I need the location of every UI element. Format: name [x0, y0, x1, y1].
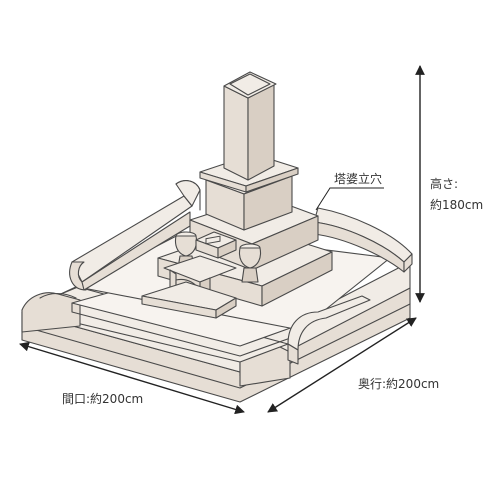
height-title-label: 高さ:	[430, 177, 459, 191]
stupa-hole-leader	[315, 187, 384, 211]
water-bowl	[195, 231, 237, 259]
left-side-wall	[69, 180, 201, 291]
right-side-wall	[313, 207, 413, 273]
height-value-label: 約180cm	[430, 198, 484, 212]
depth-label: 奥行:約200cm	[358, 377, 440, 391]
incense-stand	[141, 255, 237, 319]
depth-arrow	[267, 317, 417, 413]
flower-vase-right	[238, 243, 262, 283]
stupa-hole-label: 塔婆立穴	[334, 172, 383, 186]
front-width-label: 間口:約200cm	[62, 392, 144, 406]
monument-pillar	[223, 71, 277, 181]
front-width-arrow	[19, 341, 245, 415]
